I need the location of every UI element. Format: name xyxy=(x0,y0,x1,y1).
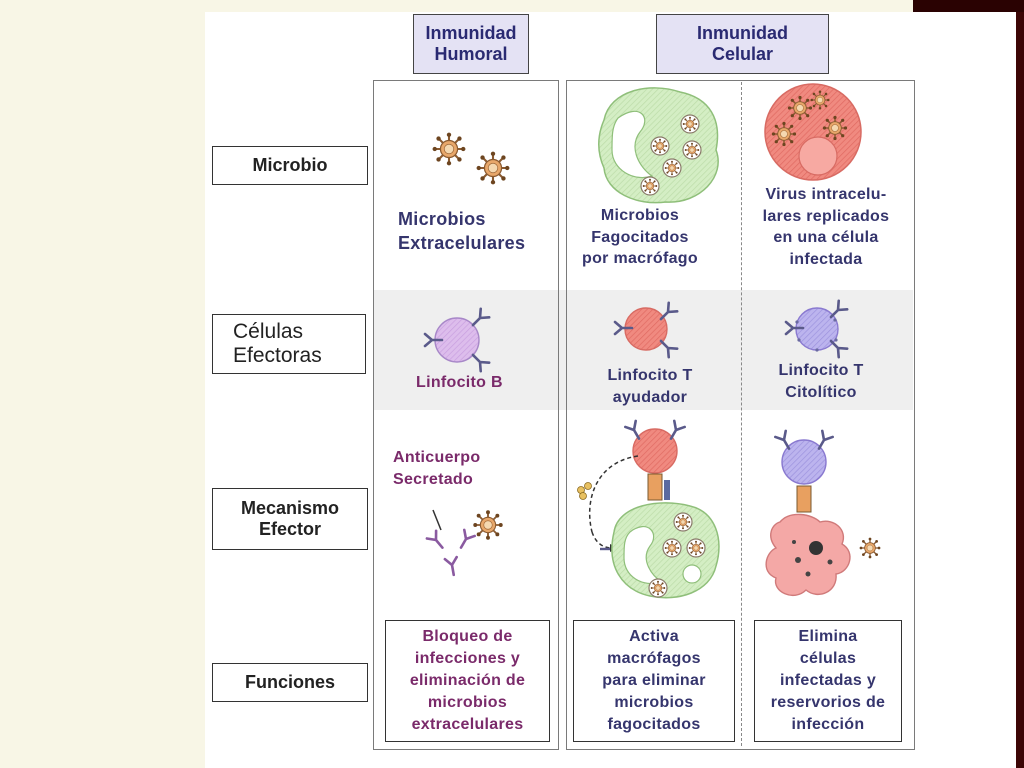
row-label-celulas-efectoras: Células Efectoras xyxy=(212,314,366,374)
humoral-function-box: Bloqueo de infecciones y eliminación de … xyxy=(385,620,550,742)
helper-function-box: Activa macrófagos para eliminar microbio… xyxy=(573,620,735,742)
infected-cell-icon xyxy=(764,83,862,181)
cellular-divider xyxy=(741,82,742,746)
extracellular-microbes-label: Microbios Extracelulares xyxy=(398,209,526,254)
humoral-column-frame xyxy=(373,80,559,750)
secreted-antibody-label: Anticuerpo Secretado xyxy=(393,449,481,488)
microbe-icon xyxy=(431,131,467,167)
cellular-immunity-header: Inmunidad Celular xyxy=(656,14,829,74)
row-label-mecanismo-efector: Mecanismo Efector xyxy=(212,488,368,550)
cytotoxic-t-cell-icon xyxy=(774,429,834,513)
intracellular-virus-label: Virus intracelu- lares replicados en una… xyxy=(762,186,890,268)
slide-top-bar xyxy=(913,0,1024,12)
helper-t-cell-icon xyxy=(613,301,679,359)
microbe-icon xyxy=(858,536,882,560)
antibody-icon xyxy=(454,528,476,552)
microbe-icon xyxy=(475,150,511,186)
row-label-microbio: Microbio xyxy=(212,146,368,185)
diagram-panel-edge xyxy=(917,12,1016,768)
humoral-immunity-header: Inmunidad Humoral xyxy=(413,14,529,74)
antibody-icon xyxy=(425,529,449,553)
cytotoxic-t-cell-icon xyxy=(784,299,849,359)
b-cell-icon xyxy=(423,307,491,373)
macrophage-icon xyxy=(598,87,719,204)
helper-t-cell-label: Linfocito T ayudador xyxy=(607,367,693,406)
b-cell-label: Linfocito B xyxy=(416,374,503,391)
row-label-funciones: Funciones xyxy=(212,663,368,702)
macrophage-icon xyxy=(611,502,720,599)
microbe-icon xyxy=(472,509,504,541)
helper-t-cell-icon xyxy=(624,419,686,501)
cytotoxic-function-box: Elimina células infectadas y reservorios… xyxy=(754,620,902,742)
cytotoxic-t-cell-label: Linfocito T Citolítico xyxy=(778,362,864,401)
cellular-column-frame xyxy=(566,80,915,750)
phagocytosed-microbes-label: Microbios Fagocitados por macrófago xyxy=(582,207,698,268)
infected-cell-icon xyxy=(765,513,851,596)
antibody-icon xyxy=(443,555,461,578)
